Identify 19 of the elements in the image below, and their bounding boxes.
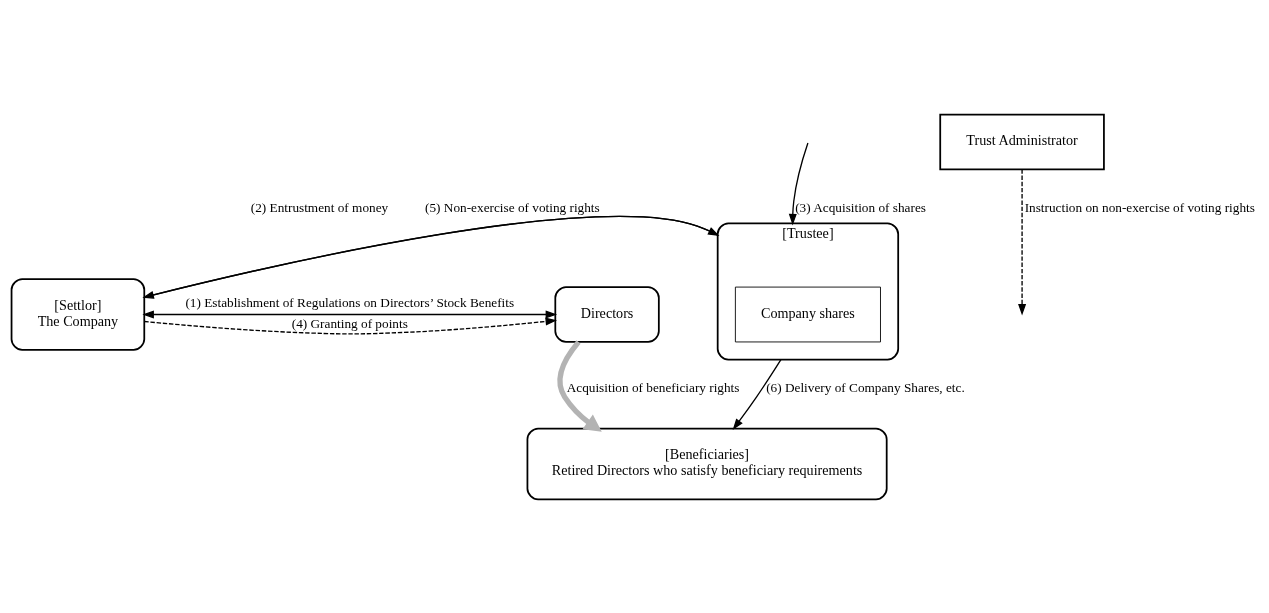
arrow xyxy=(1018,168,1027,316)
arrow xyxy=(143,316,558,335)
node-box: Directors xyxy=(554,285,660,343)
arrow xyxy=(557,339,602,432)
arrow xyxy=(732,358,782,430)
edge-label: (1) Establishment of Regulations on Directors’ Stock Benefits xyxy=(185,294,515,310)
edge-label: Acquisition of beneficiary rights xyxy=(566,379,740,395)
edge-label: (5) Non-exercise of voting rights xyxy=(425,199,600,215)
node-box: [Settlor] The Company xyxy=(10,277,146,351)
edge-label: Instruction on non-exercise of voting rights xyxy=(1024,199,1255,215)
edge-label: (2) Entrustment of money xyxy=(250,199,389,215)
node-box: Company shares xyxy=(734,286,881,342)
arrow xyxy=(788,141,809,225)
arrow xyxy=(142,310,558,319)
node-box: [Beneficiaries] Retired Directors who satisfy beneficiary requirements xyxy=(526,427,888,500)
node-box: Trust Administrator xyxy=(939,113,1105,170)
edge-label: (4) Granting of points xyxy=(291,315,408,331)
edge-label: (6) Delivery of Company Shares, etc. xyxy=(766,379,965,395)
edge-label: (3) Acquisition of shares xyxy=(795,199,926,215)
